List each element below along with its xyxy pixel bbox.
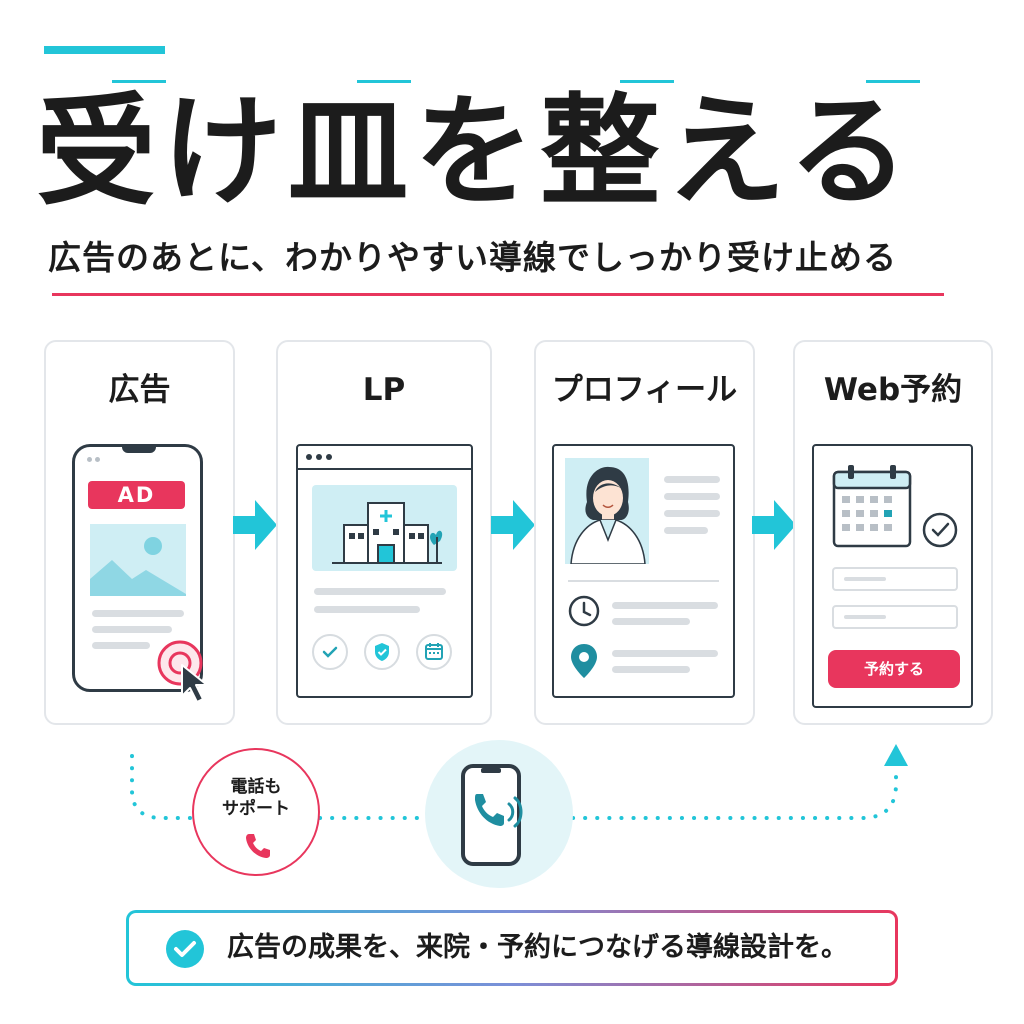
- text-line: [92, 626, 172, 633]
- step-underline-lp: [357, 80, 411, 83]
- page-subtitle: 広告のあとに、わかりやすい導線でしっかり受け止める: [48, 238, 898, 277]
- step-title-lp: LP: [362, 372, 406, 408]
- form-input: [832, 605, 958, 629]
- text-line: [92, 610, 184, 617]
- arrow-right-icon: [491, 500, 535, 550]
- doctor-avatar: [565, 458, 649, 564]
- check-icon: [312, 634, 348, 670]
- summary-text: 広告の成果を、来院・予約につなげる導線設計を。: [227, 932, 848, 963]
- arrow-right-icon: [233, 500, 277, 550]
- arrow-right-icon: [752, 500, 796, 550]
- step-underline-profile: [620, 80, 674, 83]
- step-title-web-booking: Web予約: [823, 372, 963, 408]
- text-line: [314, 606, 420, 613]
- clock-icon: [568, 595, 600, 627]
- ad-badge: AD: [88, 481, 185, 509]
- shield-icon: [364, 634, 400, 670]
- text-line: [664, 510, 720, 517]
- image-icon: [90, 524, 186, 596]
- arrow-up-icon: [884, 744, 908, 766]
- phone-support-badge: 電話も サポート: [192, 748, 320, 876]
- phone-notch: [122, 444, 156, 453]
- check-icon: [166, 930, 204, 968]
- calendar-icon: [416, 634, 452, 670]
- phone-support-label: 電話も サポート: [222, 777, 290, 819]
- text-line: [664, 493, 720, 500]
- text-line: [612, 650, 718, 657]
- step-underline-web-booking: [866, 80, 920, 83]
- text-line: [664, 476, 720, 483]
- text-line: [612, 666, 690, 673]
- text-line: [612, 618, 690, 625]
- page-title: 受け皿を整える: [36, 83, 915, 222]
- step-underline-ad: [112, 80, 166, 83]
- hospital-icon: [312, 485, 457, 571]
- smartphone-call-illustration: [425, 740, 573, 888]
- text-line: [314, 588, 446, 595]
- text-line: [92, 642, 150, 649]
- cursor-icon: [181, 664, 208, 703]
- phone-icon: [246, 834, 270, 858]
- step-title-profile: プロフィール: [551, 372, 738, 408]
- step-title-ad: 広告: [108, 372, 171, 408]
- location-pin-icon: [571, 644, 597, 678]
- summary-box: 広告の成果を、来院・予約につなげる導線設計を。: [126, 910, 898, 986]
- form-input: [832, 567, 958, 591]
- text-line: [612, 602, 718, 609]
- reserve-button[interactable]: 予約する: [828, 650, 960, 688]
- check-icon: [922, 512, 958, 548]
- smartphone-icon: [461, 764, 523, 866]
- subtitle-divider: [52, 293, 944, 296]
- tap-icon: [157, 640, 208, 703]
- title-accent-bar: [44, 46, 165, 54]
- calendar-icon: [832, 465, 912, 548]
- phone-icon: [475, 794, 504, 826]
- text-line: [664, 527, 708, 534]
